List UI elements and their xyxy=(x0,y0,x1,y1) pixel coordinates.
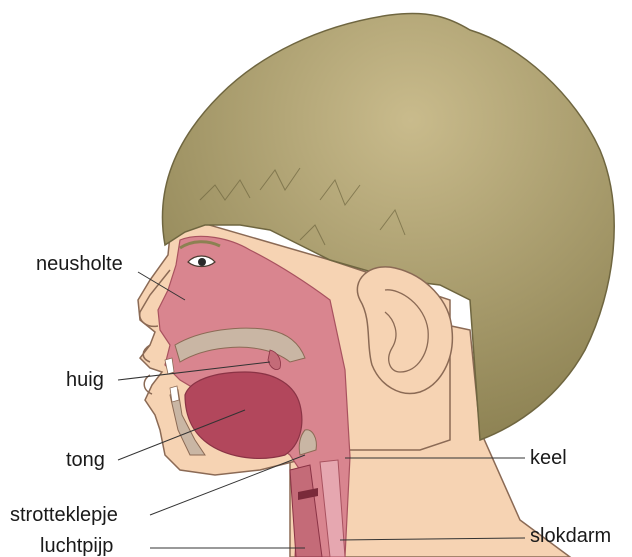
label-huig: huig xyxy=(66,369,104,391)
label-luchtpijp: luchtpijp xyxy=(40,535,113,557)
pupil xyxy=(198,258,206,266)
label-tong: tong xyxy=(66,449,105,471)
label-neusholte: neusholte xyxy=(36,253,123,275)
label-strotteklepje: strotteklepje xyxy=(10,504,118,526)
label-keel: keel xyxy=(530,447,567,469)
label-slokdarm: slokdarm xyxy=(530,525,611,547)
lower-teeth xyxy=(170,386,179,402)
